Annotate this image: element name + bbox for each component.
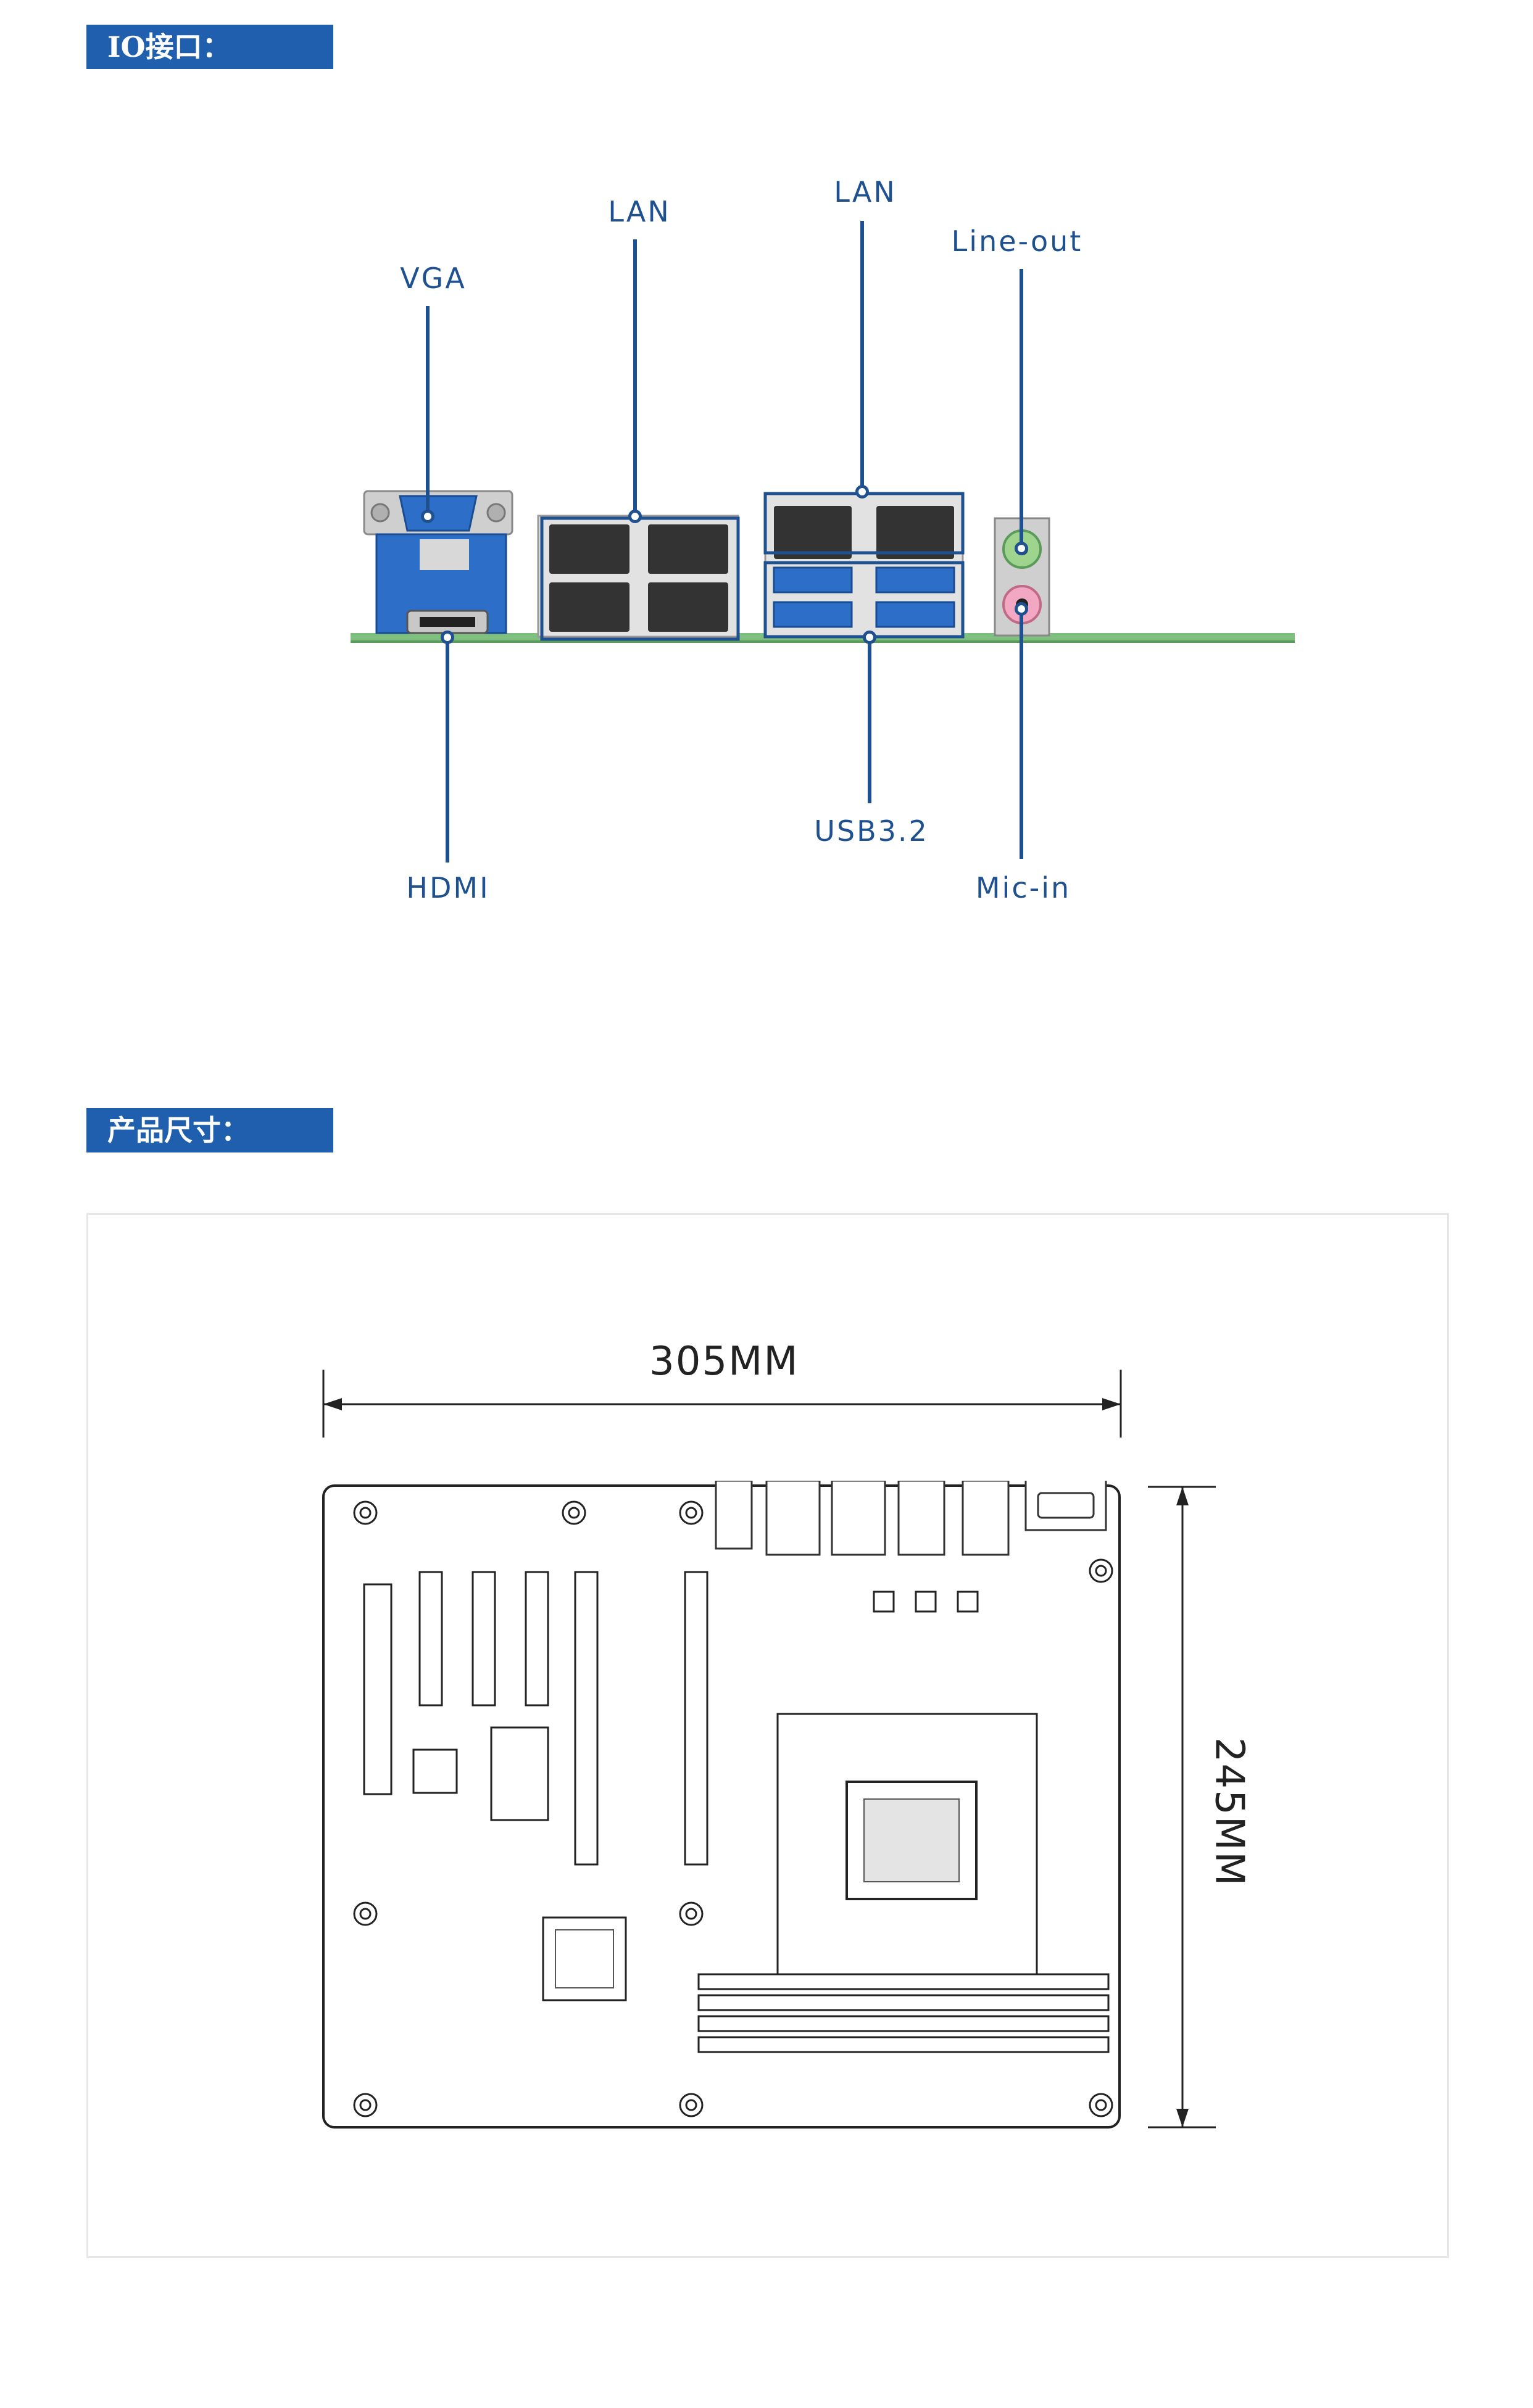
leader-hdmi [446, 635, 449, 863]
dot-lan-left [628, 510, 642, 523]
dot-lan-right [855, 485, 869, 499]
mounting-holes [353, 1500, 1113, 2117]
leader-usb [868, 635, 871, 803]
label-line-out: Line-out [951, 225, 1083, 258]
dot-usb [863, 631, 876, 644]
height-dimension-label: 245MM [1206, 1737, 1252, 1887]
leader-line-out [1020, 269, 1023, 547]
board-outline-drawing [322, 1481, 1121, 2129]
dimm-slots [697, 1973, 1110, 2053]
leader-lan-left [633, 239, 637, 516]
label-mic-in: Mic-in [975, 871, 1071, 904]
height-dimension-line [1148, 1486, 1216, 2129]
dot-line-out [1015, 542, 1028, 555]
width-dimension-label: 305MM [649, 1339, 799, 1384]
leader-mic-in [1020, 608, 1023, 859]
label-lan-right: LAN [834, 175, 897, 209]
dot-mic-in [1015, 602, 1028, 616]
label-hdmi: HDMI [406, 871, 490, 904]
size-section-title: 产品尺寸： [86, 1108, 333, 1152]
dot-vga [421, 510, 434, 523]
io-section-title: IO接口： [86, 25, 333, 69]
io-panel-illustration [351, 490, 1295, 643]
label-lan-left: LAN [608, 195, 671, 228]
dot-hdmi [441, 631, 454, 644]
leader-vga [426, 306, 430, 516]
width-dimension-line [322, 1370, 1122, 1438]
label-usb: USB3.2 [814, 814, 929, 848]
label-vga: VGA [400, 262, 467, 295]
leader-lan-right [860, 221, 864, 491]
